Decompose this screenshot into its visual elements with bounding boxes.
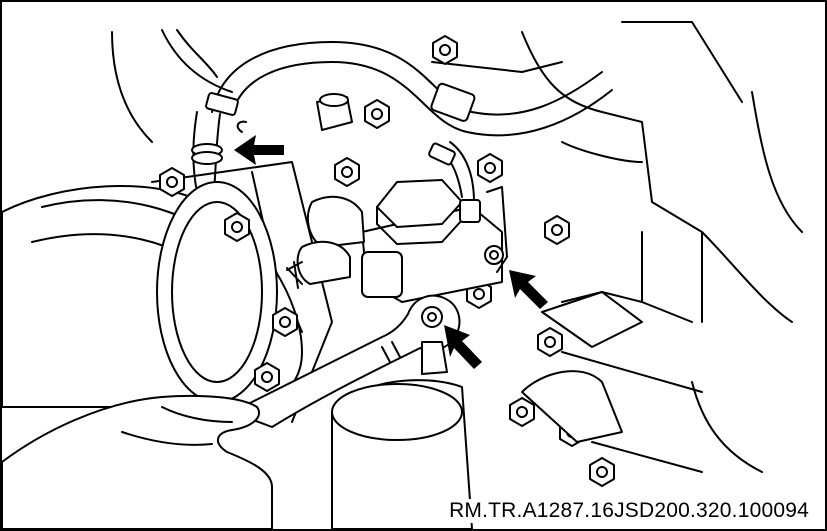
reference-code: RM.TR.A1287.16JSD200.320.100094: [447, 499, 811, 523]
callout-arrow-bracket-bolt: [509, 270, 548, 309]
wrench-bolt-head: [421, 306, 443, 328]
callout-arrow-hose-clamp: [234, 135, 284, 165]
lower-components: [331, 291, 703, 529]
actuator-hose: [428, 141, 475, 203]
wrench: [231, 294, 461, 428]
coolant-hose: [205, 41, 613, 137]
small-hose: [191, 111, 223, 193]
top-fitting: [236, 93, 353, 133]
actuator-assembly: [286, 179, 508, 303]
turbo-housing: [2, 161, 333, 423]
callout-arrow-wrench-bolt: [444, 325, 482, 369]
hand: [2, 394, 273, 529]
bracket-bolt-head: [484, 245, 504, 265]
